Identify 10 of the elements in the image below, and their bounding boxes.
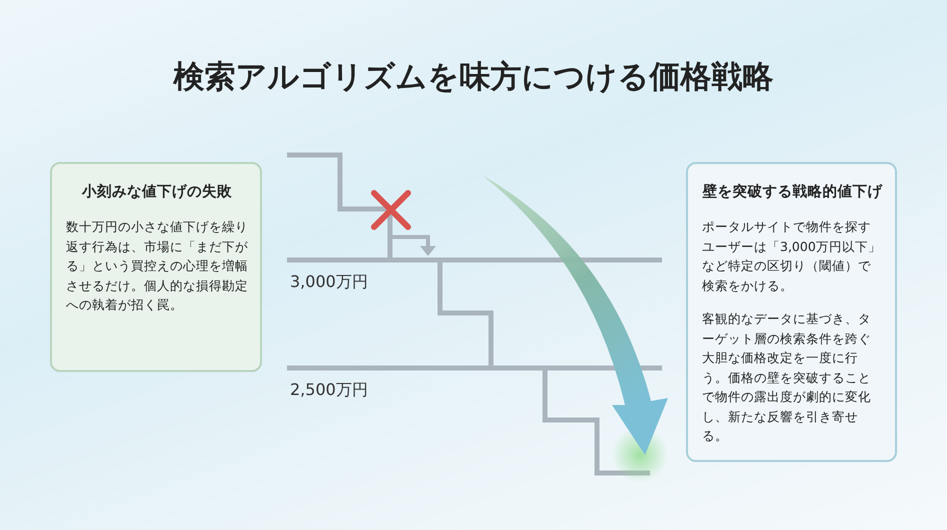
price-label: 2,500万円 — [290, 380, 368, 401]
text-card — [50, 162, 262, 372]
price-label: 3,000万円 — [290, 272, 368, 293]
card-text: ポータルサイトで物件を探すユーザーは「3,000万円以下」など特定の区切り（閾値）で検索をかける。 — [702, 218, 882, 294]
card-heading: 壁を突破する戦略的値下げ — [702, 182, 883, 201]
card-heading: 小刻みな値下げの失敗 — [80, 182, 233, 201]
card-text: 客観的なデータに基づき、ターゲット層の検索条件を跨ぐ大胆な価格改定を一度に行う。価格の壁を突破することで物件の露出度が劇的に変化し、新たな反響を引き寄せる。 — [702, 310, 872, 445]
card-text: 数十万円の小さな値下げを繰り返す行為は、市場に「まだ下がる」という買控えの心理を増幅させるだけ。個人的な損得勘定への執着が招く罠。 — [66, 218, 248, 314]
text-card — [686, 162, 897, 462]
title: 検索アルゴリズムを味方につける価格戦略 — [172, 58, 774, 97]
